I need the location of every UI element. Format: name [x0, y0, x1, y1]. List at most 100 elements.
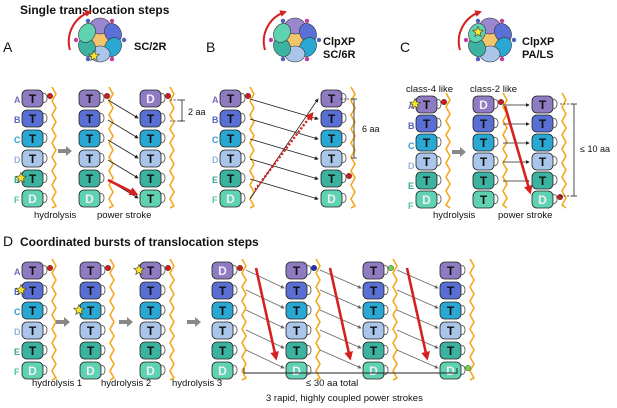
pore-loop-dot: [236, 265, 243, 272]
subunit-hook: [231, 264, 238, 276]
pore-loop-dot: [311, 265, 318, 272]
subunit-block: T: [21, 129, 48, 148]
subunit-block: T: [409, 95, 448, 114]
nucleotide-label: T: [86, 132, 94, 146]
subunit-body: [78, 129, 101, 148]
subunit-block: T: [320, 149, 347, 168]
pore-loop-dot: [557, 193, 564, 200]
nucleotide-label: T: [447, 264, 455, 278]
subunit-body: [320, 129, 343, 148]
subunit-body: [362, 301, 385, 320]
subunit-body: [21, 301, 44, 320]
substrate-strand: [169, 86, 175, 209]
ring-dot: [511, 37, 517, 43]
power-stroke-arrow: [328, 267, 353, 361]
subunit-hook: [99, 264, 106, 276]
ring-subunit: [78, 23, 96, 43]
subunit-body: [439, 321, 462, 340]
nucleotide-label: T: [147, 264, 155, 278]
subunit-block: D: [21, 189, 48, 208]
transition-arrow: [249, 98, 319, 200]
overlay-layer: [170, 98, 577, 374]
subunit-block: T: [285, 301, 312, 320]
transition-arrow: [319, 329, 362, 349]
nucleotide-label: T: [219, 284, 227, 298]
subunit-hook: [99, 344, 106, 356]
nucleotide-label: T: [447, 344, 455, 358]
subunit-body: [219, 149, 242, 168]
subunit-block: T: [211, 321, 238, 340]
label-power-stroke-a: power stroke: [97, 210, 151, 221]
subunit-body: [285, 261, 308, 280]
subunit-block: T: [78, 89, 110, 108]
step-arrow-icon: [56, 317, 70, 327]
nucleotide-label: T: [539, 136, 547, 150]
subunit-hook: [98, 152, 105, 164]
subunit-block: T: [78, 169, 105, 188]
model-label-a: SC/2R: [134, 41, 166, 53]
star-icon: [472, 25, 484, 38]
subunit-block: T: [139, 129, 166, 148]
subunit-hook: [159, 284, 166, 296]
star-icon: [15, 171, 27, 184]
subunit-body: [21, 149, 44, 168]
subunit-block: T: [472, 152, 499, 171]
label-hydrolysis-3: hydrolysis 3: [172, 378, 222, 389]
subunit-hook: [41, 344, 48, 356]
nucleotide-label: T: [29, 284, 37, 298]
ring-dot: [85, 18, 91, 24]
subunit-letter: A: [14, 95, 21, 105]
subunit-hook: [435, 98, 442, 110]
subunit-hook: [492, 193, 499, 205]
subunit-block: T: [531, 152, 558, 171]
curved-arrow-icon: [457, 10, 482, 51]
subunit-hook: [41, 112, 48, 124]
subunit-letter: B: [408, 121, 415, 131]
subunit-hook: [159, 152, 166, 164]
subunit-hook: [159, 192, 166, 204]
subunit-body: [472, 114, 495, 133]
subunit-body: [78, 189, 101, 208]
ring-dot: [475, 18, 481, 24]
arrow-layer: [107, 98, 533, 369]
subunit-hook: [551, 98, 558, 110]
subunit-body: [139, 321, 162, 340]
subunit-body: [472, 171, 495, 190]
subunit-columns: ABCDEFTTTTTDTTTTTDDTTTTTABCDEFTTTTTDTTTT…: [14, 89, 564, 380]
subunit-block: T: [531, 95, 558, 114]
transition-arrow: [107, 139, 139, 159]
subunit-hook: [41, 92, 48, 104]
subunit-hook: [239, 152, 246, 164]
subunit-hook: [99, 284, 106, 296]
nucleotide-label: T: [293, 304, 301, 318]
substrate-layer: [51, 86, 567, 381]
nucleotide-label: T: [539, 155, 547, 169]
subunit-block: T: [79, 341, 106, 360]
nucleotide-label: T: [480, 136, 488, 150]
subunit-hook: [98, 92, 105, 104]
subunit-letter: C: [14, 135, 21, 145]
substrate-strand: [51, 258, 57, 381]
subunit-block: T: [219, 89, 251, 108]
nucleotide-label: T: [227, 112, 235, 126]
nucleotide-label: T: [29, 304, 37, 318]
subunit-hook: [340, 192, 347, 204]
substrate-strand: [169, 258, 175, 381]
transition-arrow: [245, 309, 285, 329]
step-arrow-icon: [119, 317, 133, 327]
subunit-block: T: [21, 149, 48, 168]
nucleotide-label: D: [226, 192, 235, 206]
subunit-body: [415, 133, 438, 152]
pore-loop-dot: [498, 98, 505, 105]
pore-loop-dot: [164, 265, 171, 272]
power-stroke-arrow: [405, 267, 430, 361]
subunit-block: T: [531, 133, 558, 152]
ring-dot: [280, 56, 286, 62]
transition-arrow: [245, 289, 285, 309]
subunit-body: [439, 361, 462, 380]
subunit-letter: F: [14, 195, 20, 205]
nucleotide-label: T: [328, 172, 336, 186]
subunit-body: [219, 129, 242, 148]
subunit-block: T: [285, 341, 312, 360]
subunit-block: T: [415, 114, 442, 133]
